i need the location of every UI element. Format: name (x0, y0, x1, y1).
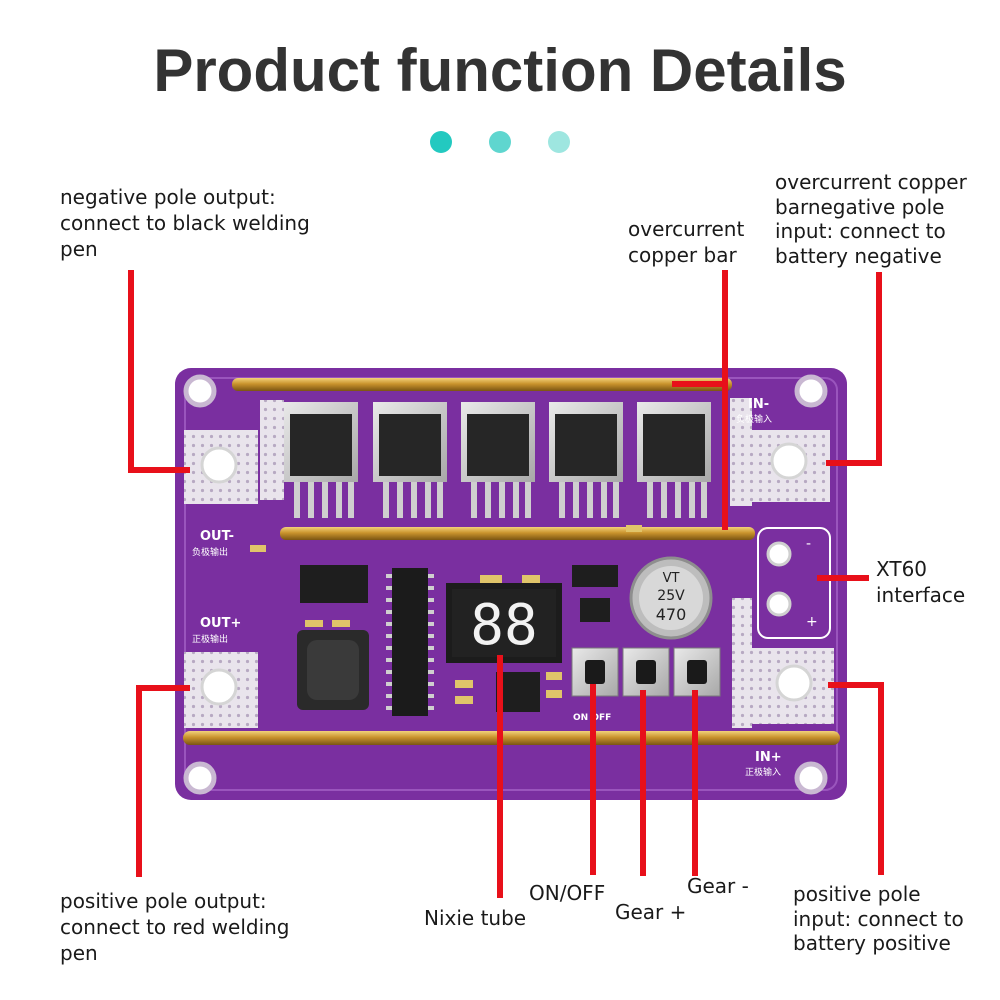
callout-line-overcurrent-bar (722, 270, 728, 530)
callout-line-negative-input-h (826, 460, 882, 466)
label-gear-plus: Gear + (615, 900, 687, 924)
dip-chip (392, 568, 428, 716)
callout-line-positive-input (878, 682, 884, 875)
callout-line-overcurrent-bar-h (672, 381, 728, 387)
out-plus-cn-label: 正极输出 (192, 633, 228, 645)
capacitor-mark: VT (663, 571, 680, 586)
callout-line-negative-output (128, 270, 134, 473)
callout-line-nixie-tube (497, 655, 503, 898)
label-overcurrent-bar: overcurrent copper bar (628, 217, 745, 267)
out-minus-label: OUT- (200, 529, 234, 544)
indicator-dot-3 (548, 131, 570, 153)
label-negative-output: negative pole output: connect to black w… (60, 185, 310, 261)
bottom-copper-bar (183, 731, 840, 745)
label-nixie-tube: Nixie tube (424, 906, 527, 930)
callout-line-positive-input-h (828, 682, 884, 688)
svg-text:-: - (806, 536, 811, 552)
callout-line-gear-plus (640, 690, 646, 876)
callout-line-positive-output-h (136, 685, 190, 691)
callout-line-gear-minus (692, 690, 698, 876)
callout-line-xt60 (817, 575, 869, 581)
middle-copper-bar (280, 527, 755, 540)
label-gear-minus: Gear - (687, 874, 749, 898)
out-minus-cn-label: 负极输出 (192, 546, 228, 558)
display-digits: 88 (470, 593, 537, 658)
top-copper-bar (232, 378, 732, 391)
svg-text:+: + (806, 614, 818, 630)
label-positive-input: positive pole input: connect to battery … (793, 882, 964, 955)
mosfet-row (284, 402, 711, 518)
in-minus-label: IN- (748, 397, 769, 412)
callout-line-positive-output (136, 685, 142, 877)
label-xt60: XT60 interface (876, 557, 966, 607)
capacitor-value: 470 (656, 605, 687, 624)
callout-line-negative-input (876, 272, 882, 466)
label-positive-output: positive pole output: connect to red wel… (60, 889, 290, 965)
indicator-dot-1 (430, 131, 452, 153)
capacitor-voltage: 25V (657, 588, 685, 604)
in-minus-cn-label: 负极输入 (736, 413, 772, 425)
page-title: Product function Details (153, 37, 847, 104)
label-negative-input: overcurrent copper barnegative pole inpu… (775, 170, 967, 268)
callout-line-negative-output-h (128, 467, 190, 473)
xt60-connector (757, 527, 831, 639)
in-plus-cn-label: 正极输入 (745, 766, 781, 778)
in-plus-label: IN+ (755, 750, 782, 765)
label-on-off: ON/OFF (529, 881, 606, 905)
indicator-dot-2 (489, 131, 511, 153)
out-plus-label: OUT+ (200, 616, 241, 631)
callout-line-on-off (590, 684, 596, 875)
